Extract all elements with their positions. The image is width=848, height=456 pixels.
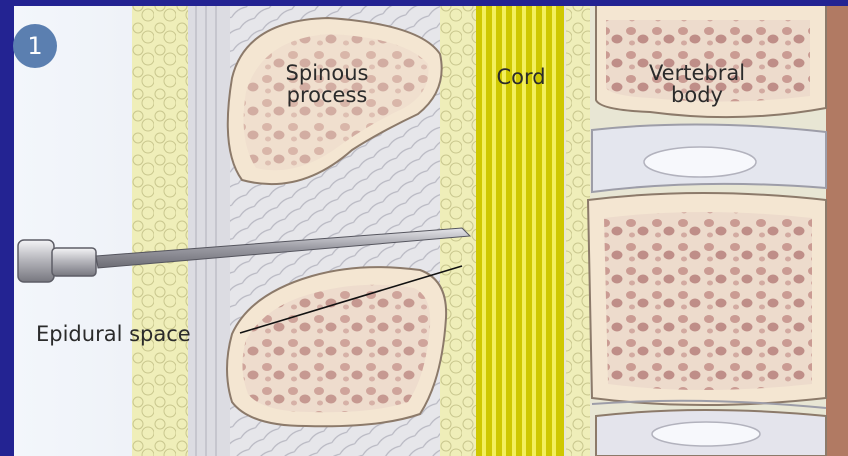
cord-label: Cord [478,66,564,88]
fat-layer-left [132,0,190,456]
border-left [0,0,14,456]
step-number-badge: 1 [13,24,57,68]
right-tissue-edge [826,0,848,456]
border-top [0,0,848,6]
needle-hub [18,240,54,282]
epidural-space-label: Epidural space [36,323,236,345]
spinous-process-label: Spinous process [262,62,392,106]
fat-layer-right [566,0,590,456]
vertebral-body-label: Vertebral body [622,62,772,106]
supraspinous-ligament [188,0,230,456]
